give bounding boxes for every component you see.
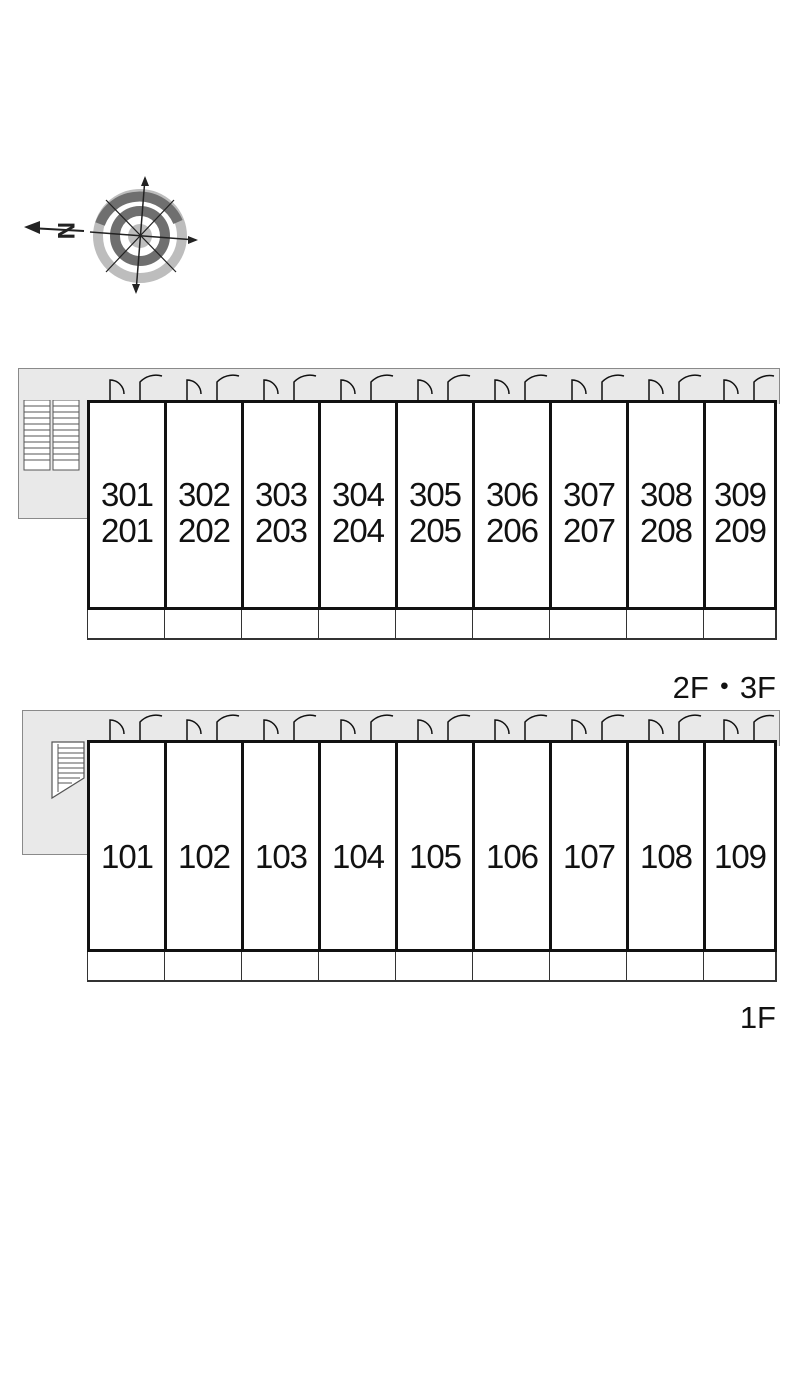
staircase-icon xyxy=(23,400,80,471)
unit: 104 xyxy=(318,740,395,952)
unit: 109 xyxy=(703,740,777,952)
unit-number-2f: 209 xyxy=(713,512,767,549)
balcony xyxy=(241,610,318,640)
unit: 309 209 xyxy=(703,400,777,610)
balcony xyxy=(549,610,626,640)
units-row-1f: 101 102 103 104 105 106 107 108 109 xyxy=(87,740,777,952)
balcony xyxy=(395,610,472,640)
unit-number-3f: 308 xyxy=(639,476,693,513)
unit: 106 xyxy=(472,740,549,952)
unit-number-1f: 109 xyxy=(713,838,767,875)
unit-number-1f: 103 xyxy=(254,838,308,875)
balcony xyxy=(318,952,395,982)
unit: 101 xyxy=(87,740,164,952)
unit: 107 xyxy=(549,740,626,952)
unit-number-2f: 203 xyxy=(254,512,308,549)
balcony xyxy=(626,610,703,640)
balcony xyxy=(87,610,164,640)
corridor xyxy=(18,368,780,404)
unit-number-3f: 303 xyxy=(254,476,308,513)
unit-number-2f: 206 xyxy=(485,512,539,549)
unit: 105 xyxy=(395,740,472,952)
unit: 103 xyxy=(241,740,318,952)
unit-number-1f: 107 xyxy=(562,838,616,875)
unit: 304 204 xyxy=(318,400,395,610)
unit: 301 201 xyxy=(87,400,164,610)
staircase-icon xyxy=(51,741,85,800)
unit-number-3f: 304 xyxy=(331,476,385,513)
balcony xyxy=(472,952,549,982)
unit-number-2f: 204 xyxy=(331,512,385,549)
unit-number-3f: 309 xyxy=(713,476,767,513)
north-label: N xyxy=(52,222,79,239)
balcony xyxy=(703,952,777,982)
unit-number-1f: 105 xyxy=(408,838,462,875)
unit-number-3f: 302 xyxy=(177,476,231,513)
balcony xyxy=(703,610,777,640)
floor-label: 2F・3F xyxy=(672,670,776,705)
unit-number-2f: 205 xyxy=(408,512,462,549)
balcony xyxy=(549,952,626,982)
unit: 305 205 xyxy=(395,400,472,610)
unit: 307 207 xyxy=(549,400,626,610)
doors-upper xyxy=(109,374,775,403)
balcony xyxy=(164,952,241,982)
balcony-row-1f xyxy=(87,952,777,982)
balcony xyxy=(87,952,164,982)
floor-label: 1F xyxy=(739,1000,776,1035)
unit-number-3f: 307 xyxy=(562,476,616,513)
floor-plan-1f: 101 102 103 104 105 106 107 108 109 xyxy=(0,706,800,1035)
unit-number-2f: 208 xyxy=(639,512,693,549)
unit: 303 203 xyxy=(241,400,318,610)
balcony xyxy=(472,610,549,640)
unit: 302 202 xyxy=(164,400,241,610)
unit-number-1f: 108 xyxy=(639,838,693,875)
balcony xyxy=(318,610,395,640)
compass-icon: N xyxy=(24,176,198,294)
unit-number-1f: 101 xyxy=(100,838,154,875)
unit-number-2f: 207 xyxy=(562,512,616,549)
floor-plan-2f-3f: 301 201 302 202 303 203 304 204 305 205 … xyxy=(0,366,800,705)
balcony xyxy=(395,952,472,982)
unit: 308 208 xyxy=(626,400,703,610)
doors-1f xyxy=(109,714,775,743)
unit-number-2f: 202 xyxy=(177,512,231,549)
unit: 306 206 xyxy=(472,400,549,610)
unit-number-1f: 102 xyxy=(177,838,231,875)
unit-number-3f: 306 xyxy=(485,476,539,513)
unit-number-2f: 201 xyxy=(100,512,154,549)
unit: 108 xyxy=(626,740,703,952)
balcony xyxy=(164,610,241,640)
balcony xyxy=(626,952,703,982)
unit-number-3f: 305 xyxy=(408,476,462,513)
balcony-row-upper xyxy=(87,610,777,640)
balcony xyxy=(241,952,318,982)
unit-number-1f: 106 xyxy=(485,838,539,875)
unit-number-1f: 104 xyxy=(331,838,385,875)
units-row-upper: 301 201 302 202 303 203 304 204 305 205 … xyxy=(87,400,777,610)
unit-number-3f: 301 xyxy=(100,476,154,513)
unit: 102 xyxy=(164,740,241,952)
